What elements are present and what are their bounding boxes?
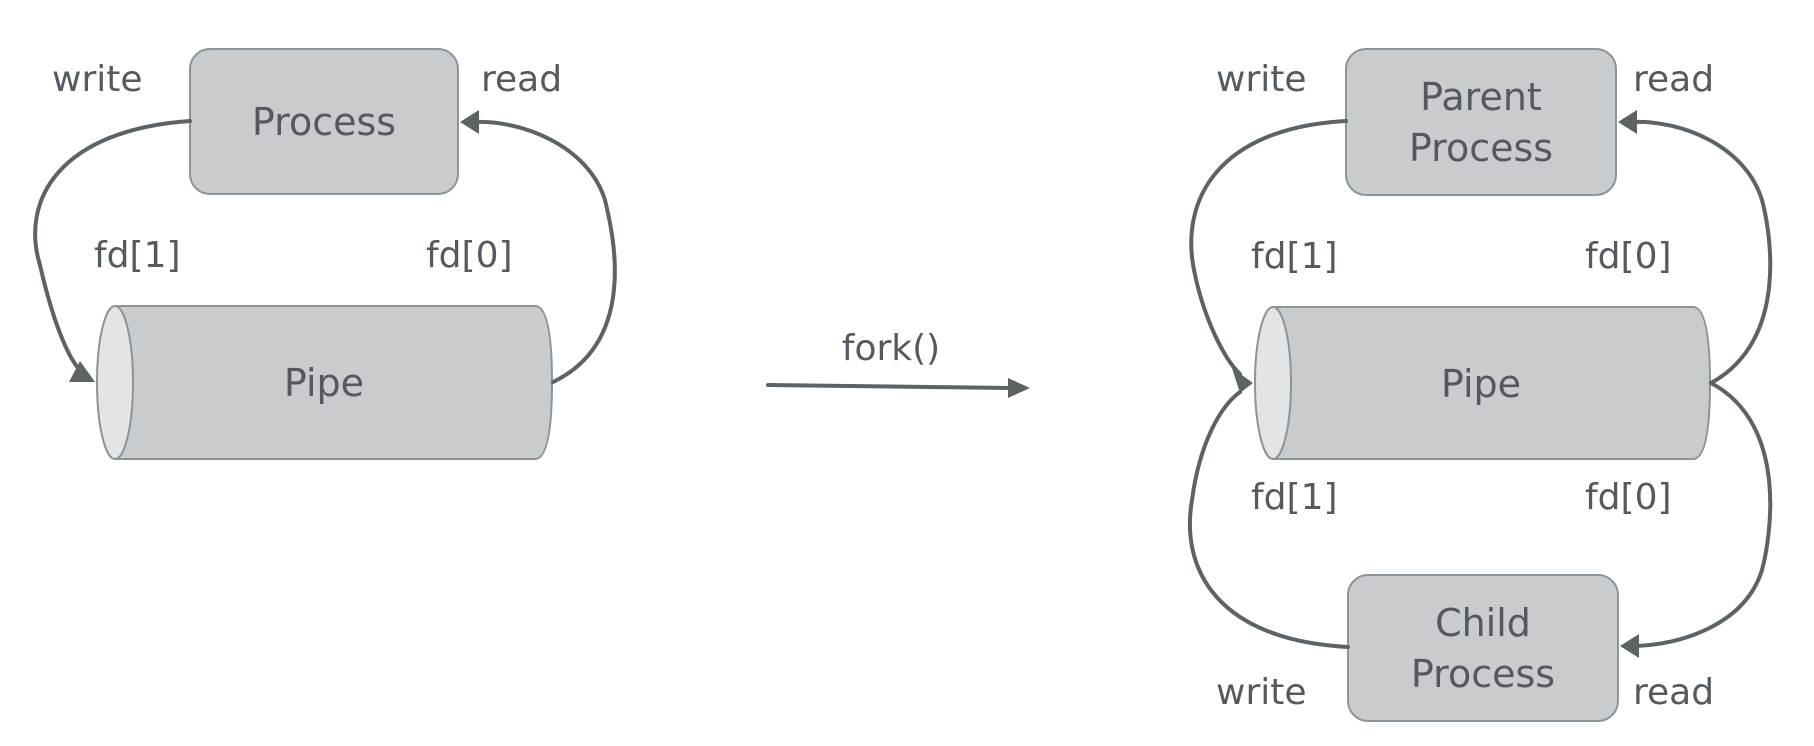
child-write-label: write [1216, 672, 1307, 713]
parent-write-arrowhead [1232, 368, 1253, 393]
write-label: write [52, 59, 143, 100]
fork-arrowhead [1008, 378, 1030, 398]
parent-process-label-line2: Process [1409, 126, 1553, 170]
child-process-box [1347, 574, 1619, 722]
read-arrowhead [460, 110, 479, 134]
child-process-label-line2: Process [1411, 652, 1555, 696]
fork-label: fork() [842, 328, 940, 369]
pipe-cylinder-end [1254, 306, 1292, 460]
parent-fd-read-label: fd[0] [1585, 236, 1672, 277]
child-fd-read-label: fd[0] [1585, 477, 1672, 518]
child-read-arrowhead [1620, 634, 1639, 658]
parent-write-label: write [1216, 59, 1307, 100]
fork-arrow [766, 383, 1012, 390]
parent-write-arrow [1189, 119, 1348, 376]
fork-transition: fork() [766, 328, 1030, 398]
parent-process-label-line1: Parent [1420, 75, 1542, 119]
fd-read-label: fd[0] [426, 235, 513, 276]
child-read-label: read [1633, 672, 1714, 713]
parent-process-box [1345, 48, 1617, 196]
process-label: Process [252, 100, 396, 144]
fd-write-label: fd[1] [94, 235, 181, 276]
write-arrowhead [69, 361, 95, 382]
read-arrow [473, 119, 617, 384]
child-process-label-line1: Child [1435, 601, 1531, 645]
parent-read-arrow [1631, 119, 1773, 385]
child-read-arrow [1633, 381, 1773, 648]
child-write-arrow [1187, 390, 1350, 649]
pipe-cylinder-end [96, 305, 134, 460]
read-label: read [481, 59, 562, 100]
parent-read-arrowhead [1618, 110, 1637, 134]
write-arrow [33, 119, 192, 374]
left-diagram: Process Pipe write read fd[1] fd[0] [33, 48, 617, 460]
right-diagram: Parent Process Child Process Pipe write … [1187, 48, 1773, 722]
parent-fd-write-label: fd[1] [1251, 236, 1338, 277]
pipe-label: Pipe [284, 361, 364, 405]
parent-read-label: read [1633, 59, 1714, 100]
child-fd-write-label: fd[1] [1251, 477, 1338, 518]
pipe-label: Pipe [1441, 362, 1521, 406]
